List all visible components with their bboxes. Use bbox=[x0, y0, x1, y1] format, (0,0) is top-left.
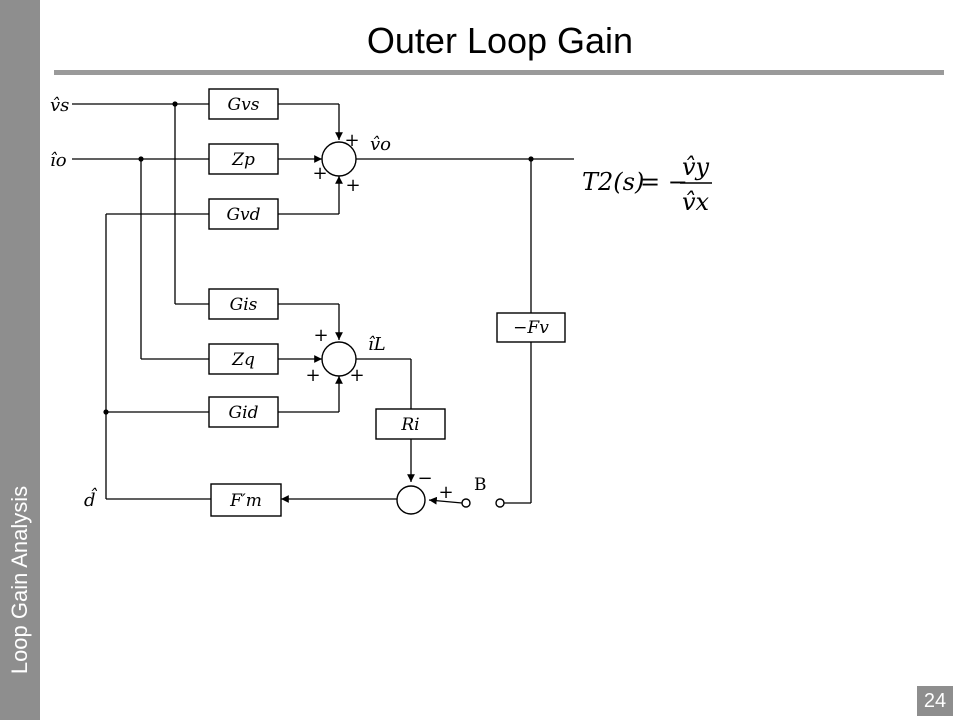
switch-terminal-right bbox=[495, 498, 505, 508]
page-number: 24 bbox=[917, 686, 953, 716]
summing-junction-vo bbox=[321, 141, 357, 177]
d-branch-node bbox=[103, 409, 109, 415]
equation-lhs: T2(s) bbox=[582, 168, 644, 196]
slide-title: Outer Loop Gain bbox=[366, 20, 634, 61]
block-zp-label: Zp bbox=[231, 150, 255, 170]
loop-gain-equation: T2(s) = − v̂y v̂x bbox=[582, 153, 712, 216]
signal-il-label: îL bbox=[368, 334, 386, 355]
block-gid-label: Gid bbox=[229, 403, 259, 423]
sign-il-right: + bbox=[349, 365, 364, 386]
block-zp bbox=[208, 143, 279, 175]
switch-terminal-left bbox=[461, 498, 471, 508]
block-fv bbox=[496, 312, 566, 343]
block-fm-label: F′m bbox=[229, 491, 262, 511]
equation-denominator: v̂x bbox=[682, 188, 710, 216]
vs-branch-node bbox=[172, 101, 178, 107]
title-divider bbox=[54, 70, 944, 75]
summing-junction-il bbox=[321, 341, 357, 377]
summing-junction-modulator bbox=[396, 485, 426, 515]
sign-vo-left: + bbox=[312, 163, 327, 184]
io-branch-node bbox=[138, 156, 144, 162]
block-ri-label: Ri bbox=[400, 415, 419, 435]
blocks bbox=[208, 88, 566, 517]
block-zq-label: Zq bbox=[231, 350, 255, 370]
sign-vo-top: + bbox=[344, 130, 359, 151]
input-io-label: îo bbox=[50, 150, 67, 171]
input-d-label: d̂ bbox=[84, 486, 98, 511]
block-gvd-label: Gvd bbox=[226, 205, 260, 225]
switch-b-label: B bbox=[474, 475, 487, 495]
sign-mod-plus: + bbox=[438, 482, 453, 503]
sign-il-top: + bbox=[313, 325, 328, 346]
sign-mod-minus: − bbox=[417, 468, 432, 489]
sign-vo-bottom: + bbox=[345, 175, 360, 196]
block-fm bbox=[210, 483, 282, 517]
sidebar: Loop Gain Analysis bbox=[0, 0, 40, 720]
block-gis-label: Gis bbox=[230, 295, 258, 315]
sign-il-left: + bbox=[305, 365, 320, 386]
block-ri bbox=[375, 408, 446, 440]
equation-numerator: v̂y bbox=[682, 153, 710, 181]
vo-branch-node bbox=[528, 156, 534, 162]
block-gvd bbox=[208, 198, 279, 230]
block-gvs-label: Gvs bbox=[228, 95, 260, 115]
wires bbox=[72, 103, 574, 505]
block-fv-label: −Fv bbox=[513, 318, 549, 338]
block-gis bbox=[208, 288, 279, 320]
equation-equals-minus: = − bbox=[640, 168, 688, 196]
input-vs-label: v̂s bbox=[50, 95, 69, 116]
junction-dots bbox=[103, 101, 534, 415]
signal-vo-label: v̂o bbox=[370, 134, 391, 155]
block-zq bbox=[208, 343, 279, 375]
block-gvs bbox=[208, 88, 279, 120]
block-gid bbox=[208, 396, 279, 428]
